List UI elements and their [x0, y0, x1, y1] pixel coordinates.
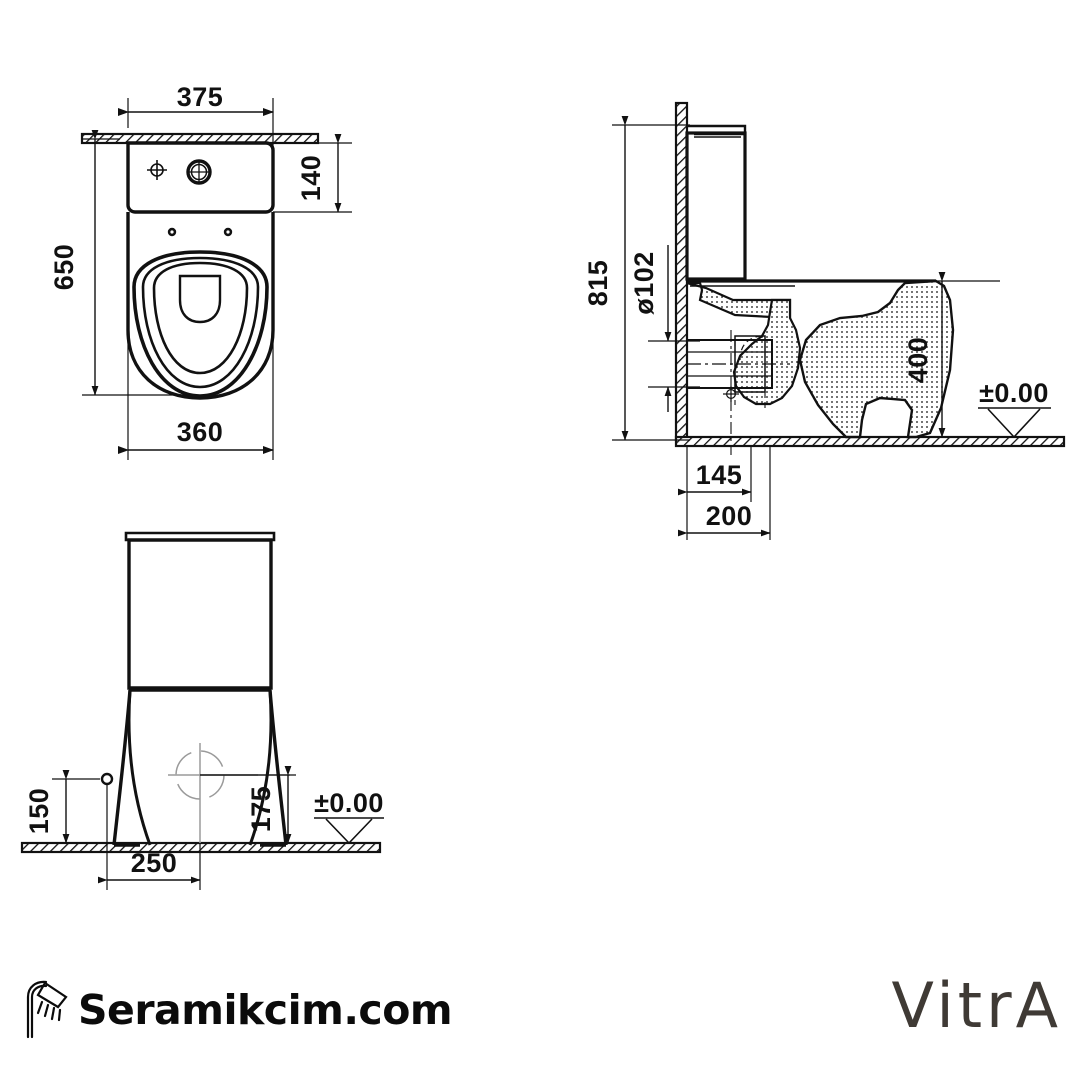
- dim-140: [273, 134, 352, 213]
- seramikcim-logo[interactable]: Seramikcim.com: [18, 975, 453, 1045]
- dim-200: [678, 446, 771, 540]
- dimension-labels: 375 140 650 360 815 ø102 400 ±0.00 145 2…: [24, 82, 1049, 878]
- front-view-group: [20, 531, 384, 890]
- dim-diameter-102: [648, 245, 700, 412]
- front-cistern-lid: [124, 531, 276, 542]
- plan-flush-aperture: [178, 274, 222, 324]
- dim-label-400: 400: [903, 337, 933, 384]
- fixing-hole-right: [223, 227, 233, 237]
- flush-button[interactable]: [186, 159, 212, 185]
- front-inlet-hole: [100, 772, 114, 852]
- side-view-group: [612, 101, 1066, 540]
- dim-label-150: 150: [24, 788, 54, 835]
- front-floor-slab: [20, 841, 382, 854]
- dim-label-200: 200: [706, 501, 753, 531]
- dim-400: [936, 272, 1000, 438]
- seramikcim-wordmark: Seramikcim.com: [78, 985, 453, 1034]
- plan-cistern-outline: [126, 141, 275, 214]
- side-shelf-section: [686, 281, 792, 320]
- level-label-side: ±0.00: [979, 378, 1049, 408]
- front-centre-mark-icon: [168, 743, 258, 843]
- dim-360: [118, 212, 274, 460]
- side-wall: [674, 101, 689, 442]
- dim-175: [200, 766, 296, 844]
- front-cistern-body: [127, 538, 273, 690]
- dim-label-360: 360: [177, 417, 224, 447]
- dim-250: [98, 843, 201, 890]
- vitra-wordmark: VitrA: [891, 969, 1062, 1042]
- dim-label-diameter-102: ø102: [629, 251, 659, 315]
- dim-650: [82, 130, 190, 396]
- fixing-hole-left: [167, 227, 177, 237]
- dim-375: [118, 98, 274, 150]
- level-symbol-side: [978, 407, 1051, 439]
- level-symbol-front: [314, 817, 384, 845]
- dim-label-250: 250: [131, 848, 178, 878]
- dim-label-375: 375: [177, 82, 224, 112]
- dim-145: [678, 446, 752, 540]
- dim-label-650: 650: [49, 244, 79, 291]
- front-foot-inner-right: [248, 689, 273, 846]
- dim-label-175: 175: [246, 786, 276, 833]
- dim-label-140: 140: [296, 155, 326, 202]
- centre-mark-icon: [147, 160, 167, 180]
- plan-bowl-outline: [126, 212, 275, 400]
- side-floor-slab: [674, 435, 1066, 448]
- level-label-front: ±0.00: [314, 788, 384, 818]
- dim-label-145: 145: [696, 460, 743, 490]
- plan-seat-outer: [132, 250, 269, 398]
- plan-view-group: [80, 98, 352, 460]
- plan-rim-inner: [152, 261, 249, 375]
- side-cistern: [685, 124, 747, 281]
- side-outlet-spigot: [686, 335, 790, 412]
- plan-seat-middle: [141, 256, 260, 389]
- dim-label-815: 815: [583, 260, 613, 307]
- front-foot-inner-left: [127, 689, 152, 846]
- dim-150: [52, 770, 100, 844]
- vitra-logo[interactable]: VitrA: [892, 975, 1063, 1037]
- shower-head-icon: [26, 980, 68, 1039]
- dim-815: [612, 116, 690, 441]
